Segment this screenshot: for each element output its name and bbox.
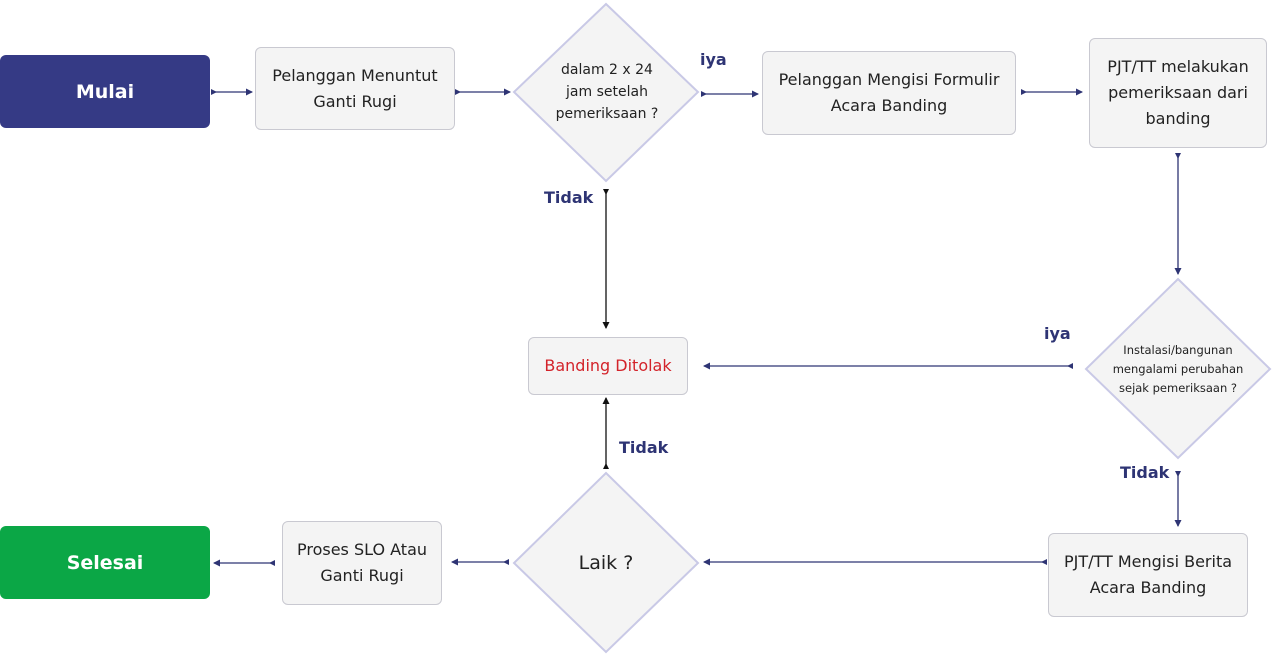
label-time-no: Tidak bbox=[544, 188, 594, 207]
start-node: Mulai bbox=[0, 55, 210, 128]
claim-node: Pelanggan Menuntut Ganti Rugi bbox=[255, 47, 455, 130]
decision-change-diamond bbox=[1084, 277, 1272, 460]
fill-form-node: Pelanggan Mengisi Formulir Acara Banding bbox=[762, 51, 1016, 135]
decision-time-text: dalam 2 x 24 jam setelah pemeriksaan ? bbox=[555, 62, 659, 122]
label-fit-no: Tidak bbox=[619, 438, 669, 457]
inspect-node: PJT/TT melakukan pemeriksaan dari bandin… bbox=[1089, 38, 1267, 148]
process-node: Proses SLO Atau Ganti Rugi bbox=[282, 521, 442, 605]
label-change-no: Tidak bbox=[1120, 463, 1170, 482]
end-node: Selesai bbox=[0, 526, 210, 599]
decision-change-text: Instalasi/bangunan mengalami perubahan s… bbox=[1112, 342, 1244, 395]
decision-fit-diamond bbox=[512, 471, 700, 654]
decision-time-diamond bbox=[512, 2, 700, 183]
fill-report-node: PJT/TT Mengisi Berita Acara Banding bbox=[1048, 533, 1248, 617]
label-time-yes: iya bbox=[700, 50, 727, 69]
rejected-node: Banding Ditolak bbox=[528, 337, 688, 395]
decision-fit-text: Laik ? bbox=[578, 552, 634, 574]
label-change-yes: iya bbox=[1044, 324, 1071, 343]
